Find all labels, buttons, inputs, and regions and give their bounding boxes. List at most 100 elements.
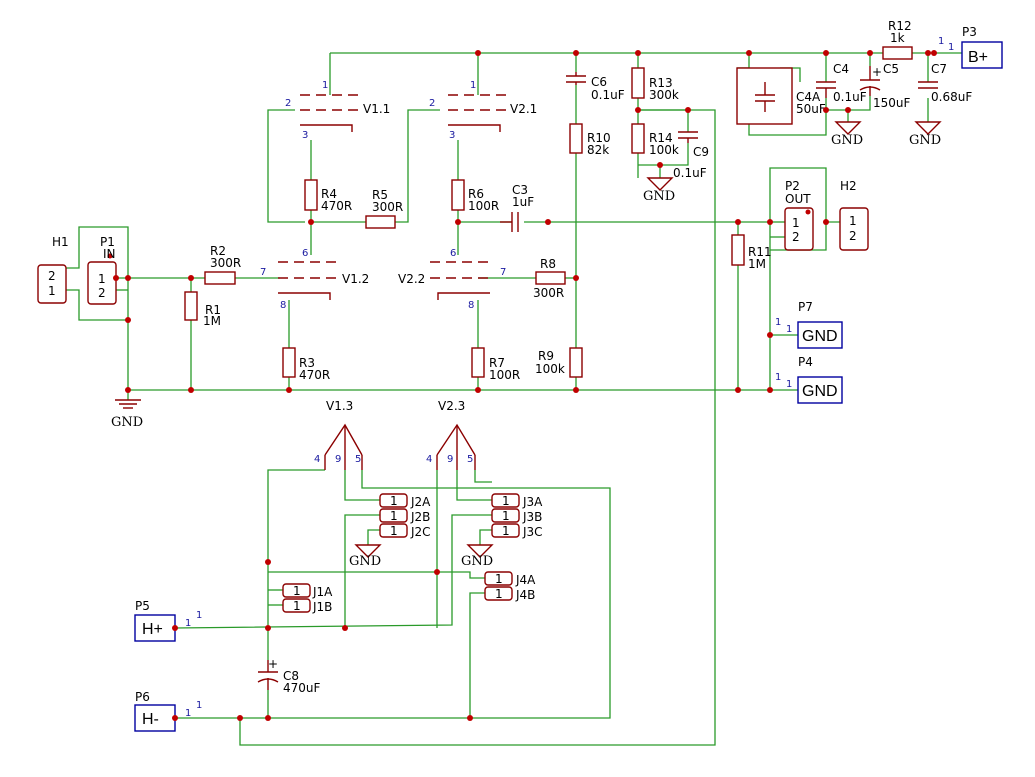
svg-text:1: 1	[390, 509, 398, 523]
svg-text:J1B: J1B	[312, 600, 332, 614]
svg-text:J3C: J3C	[522, 525, 543, 539]
capacitor-c3: C3 1uF	[500, 183, 534, 232]
jumper-j2b: 1 J2B	[379, 508, 430, 524]
svg-text:1: 1	[938, 36, 944, 47]
svg-text:1: 1	[502, 524, 510, 538]
capacitor-c6: C6 0.1uF	[566, 72, 625, 102]
resistor-r7: R7 100R	[471, 347, 520, 382]
svg-text:100k: 100k	[649, 143, 679, 157]
svg-text:R6: R6	[468, 187, 484, 201]
pin-label: 8	[468, 300, 474, 311]
svg-text:R8: R8	[540, 257, 556, 271]
svg-text:R2: R2	[210, 244, 226, 258]
svg-text:0.1uF: 0.1uF	[673, 166, 707, 180]
svg-text:OUT: OUT	[785, 192, 811, 206]
connector-p2: P2 OUT 1 2	[784, 179, 814, 251]
svg-text:P2: P2	[785, 179, 800, 193]
pin-label: 2	[285, 98, 291, 109]
svg-text:C7: C7	[931, 62, 947, 76]
svg-text:C9: C9	[693, 145, 709, 159]
svg-text:+: +	[268, 657, 278, 671]
svg-text:0.68uF: 0.68uF	[931, 90, 972, 104]
tube-v1-2: 6 7 8 V1.2	[260, 248, 369, 311]
svg-text:H+: H+	[142, 621, 163, 638]
svg-text:1: 1	[48, 284, 56, 298]
svg-text:GND: GND	[111, 415, 143, 430]
pin-label: 1	[470, 80, 476, 91]
svg-text:1: 1	[293, 599, 301, 613]
resistor-r3: R3 470R	[282, 347, 330, 382]
pin-label: 9	[335, 454, 341, 465]
ground-symbol-input: GND	[111, 399, 143, 430]
capacitor-c4: C4 0.1uF	[816, 62, 867, 104]
svg-text:R11: R11	[748, 245, 772, 259]
svg-text:IN: IN	[103, 247, 116, 261]
capacitor-c8: + C8 470uF	[257, 657, 321, 695]
svg-text:1: 1	[390, 524, 398, 538]
svg-text:J1A: J1A	[312, 585, 333, 599]
svg-text:GND: GND	[802, 383, 838, 400]
tube-v2-3: 4 9 5 V2.3	[426, 399, 476, 470]
svg-text:1k: 1k	[890, 31, 905, 45]
svg-text:1: 1	[775, 317, 781, 328]
svg-text:P7: P7	[798, 300, 813, 314]
svg-text:100R: 100R	[489, 368, 520, 382]
svg-text:1: 1	[786, 324, 792, 335]
svg-text:GND: GND	[831, 133, 863, 148]
resistor-r9: R9 100k	[535, 347, 583, 378]
connector-p1: P1 IN 1 2	[87, 235, 117, 305]
svg-text:C4A: C4A	[796, 90, 821, 104]
svg-text:1: 1	[98, 272, 106, 286]
svg-text:GND: GND	[349, 554, 381, 569]
svg-text:1: 1	[495, 587, 503, 601]
ground-symbol-c5: GND	[831, 121, 863, 148]
ground-symbol-j3c: GND	[461, 544, 494, 569]
svg-text:GND: GND	[802, 328, 838, 345]
svg-text:2: 2	[48, 269, 56, 283]
pin-label: 3	[449, 130, 455, 141]
svg-text:GND: GND	[909, 133, 941, 148]
jumper-j4a: 1 J4A	[484, 571, 536, 587]
tube-ref: V2.2	[398, 272, 425, 286]
svg-text:470R: 470R	[299, 368, 330, 382]
svg-text:R1: R1	[205, 303, 221, 317]
svg-text:R12: R12	[888, 19, 912, 33]
svg-text:P1: P1	[100, 235, 115, 249]
tube-v2-1: 1 2 3 V2.1	[429, 80, 537, 141]
pin-label: 1	[322, 80, 328, 91]
tube-v1-1: 1 2 3 V1.1	[285, 80, 390, 141]
svg-text:1uF: 1uF	[512, 195, 534, 209]
jumper-j2c: 1 J2C	[379, 523, 431, 539]
svg-text:C6: C6	[591, 75, 607, 89]
svg-text:1: 1	[775, 372, 781, 383]
pin-label: 5	[467, 454, 473, 465]
ground-symbol-j2c: GND	[349, 544, 382, 569]
svg-text:1: 1	[185, 708, 191, 719]
svg-text:0.1uF: 0.1uF	[591, 88, 625, 102]
svg-text:470R: 470R	[321, 199, 352, 213]
svg-text:1M: 1M	[203, 314, 221, 328]
svg-text:J2B: J2B	[410, 510, 430, 524]
resistor-r8: R8 300R	[533, 257, 566, 300]
capacitor-c4a: C4A 50uF	[736, 67, 826, 125]
svg-text:P3: P3	[962, 25, 977, 39]
pin-label: 3	[302, 130, 308, 141]
resistor-r6: R6 100R	[451, 179, 499, 213]
svg-text:150uF: 150uF	[873, 96, 911, 110]
svg-text:1: 1	[792, 216, 800, 230]
connector-h1: H1 2 1	[37, 235, 69, 304]
svg-text:C8: C8	[283, 669, 299, 683]
svg-text:1: 1	[293, 584, 301, 598]
svg-text:P5: P5	[135, 599, 150, 613]
svg-text:470uF: 470uF	[283, 681, 321, 695]
svg-text:H2: H2	[840, 179, 857, 193]
capacitor-c5: + C5 150uF	[859, 62, 911, 110]
svg-text:R4: R4	[321, 187, 337, 201]
svg-text:50uF: 50uF	[796, 102, 826, 116]
resistor-r1: R1 1M	[184, 291, 221, 328]
svg-text:R13: R13	[649, 76, 673, 90]
svg-text:2: 2	[792, 230, 800, 244]
tube-ref: V1.2	[342, 272, 369, 286]
pin-label: 4	[426, 454, 432, 465]
